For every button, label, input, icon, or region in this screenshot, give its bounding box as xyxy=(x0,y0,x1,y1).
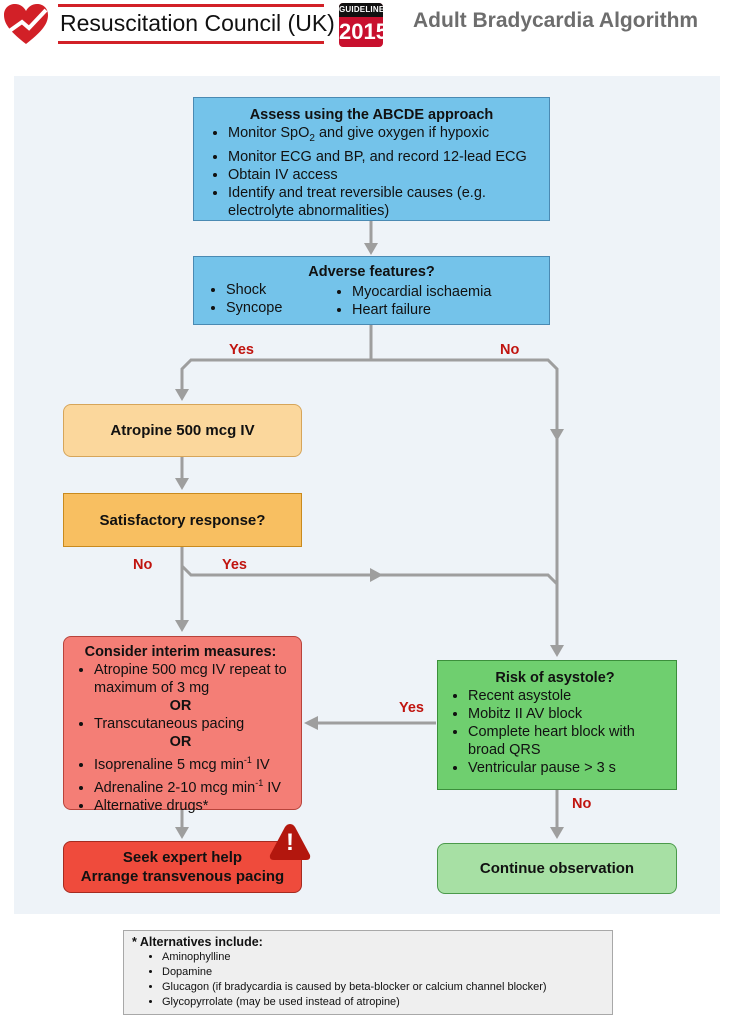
adverse-item: Syncope xyxy=(226,299,350,317)
asystole-item: Mobitz II AV block xyxy=(468,705,668,723)
risk-of-asystole-box: Risk of asystole? Recent asystole Mobitz… xyxy=(437,660,677,790)
adverse-list-left: Shock Syncope xyxy=(200,281,350,317)
warning-glyph: ! xyxy=(286,829,294,856)
assess-box: Assess using the ABCDE approach Monitor … xyxy=(193,97,550,221)
interim-item: Transcutaneous pacing xyxy=(94,715,293,733)
header-rule-top xyxy=(58,4,324,7)
interim-item: Atropine 500 mcg IV repeat to maximum of… xyxy=(94,661,293,697)
seek-expert-line2: Arrange transvenous pacing xyxy=(80,868,285,885)
interim-item: Isoprenaline 5 mcg min-1 IV xyxy=(94,751,293,774)
assess-item: Obtain IV access xyxy=(228,166,541,184)
asystole-item: Complete heart block with broad QRS xyxy=(468,723,668,759)
adverse-item: Heart failure xyxy=(352,301,546,319)
interim-measures-box: Consider interim measures: Atropine 500 … xyxy=(63,636,302,814)
footnote-list: Aminophylline Dopamine Glucagon (if brad… xyxy=(132,950,604,1010)
footnote-item: Aminophylline xyxy=(162,950,604,965)
atropine-box: Atropine 500 mcg IV xyxy=(63,404,302,457)
footnote-item: Glucagon (if bradycardia is caused by be… xyxy=(162,980,604,995)
assess-item: Monitor SpO2 and give oxygen if hypoxic xyxy=(228,124,541,148)
adverse-item: Shock xyxy=(226,281,350,299)
assess-list: Monitor SpO2 and give oxygen if hypoxic … xyxy=(202,124,541,220)
adverse-features-box: Adverse features? Shock Syncope Myocardi… xyxy=(193,256,550,325)
alternatives-footnote: * Alternatives include: Aminophylline Do… xyxy=(123,930,613,1015)
logo-heart-icon xyxy=(2,2,50,46)
footnote-title: * Alternatives include: xyxy=(132,935,263,949)
no-label-adverse: No xyxy=(500,342,520,358)
adverse-item: Myocardial ischaemia xyxy=(352,283,546,301)
adverse-title: Adverse features? xyxy=(308,264,435,280)
no-label-response: No xyxy=(133,557,153,573)
adverse-list-right: Myocardial ischaemia Heart failure xyxy=(326,283,546,319)
footnote-item: Glycopyrrolate (may be used instead of a… xyxy=(162,995,604,1010)
asystole-title: Risk of asystole? xyxy=(495,670,615,686)
badge-label: GUIDELINES xyxy=(339,3,383,17)
yes-label-asystole: Yes xyxy=(399,700,424,716)
asystole-item: Ventricular pause > 3 s xyxy=(468,759,668,777)
asystole-item: Recent asystole xyxy=(468,687,668,705)
yes-label-response: Yes xyxy=(222,557,247,573)
organization-name: Resuscitation Council (UK) xyxy=(60,10,335,36)
yes-label-adverse: Yes xyxy=(229,342,254,358)
or-separator: OR xyxy=(169,698,192,714)
satisfactory-response-box: Satisfactory response? xyxy=(63,493,302,547)
interim-list: Atropine 500 mcg IV repeat to maximum of… xyxy=(68,661,293,697)
footnote-item: Dopamine xyxy=(162,965,604,980)
seek-expert-line1: Seek expert help xyxy=(122,849,243,866)
warning-icon: ! xyxy=(268,822,312,862)
page-title: Adult Bradycardia Algorithm xyxy=(413,9,699,32)
guidelines-badge: GUIDELINES 2015 xyxy=(339,3,383,47)
interim-item: Adrenaline 2-10 mcg min-1 IV xyxy=(94,774,293,797)
or-separator: OR xyxy=(169,734,192,750)
header-rule-bottom xyxy=(58,41,324,44)
assess-title: Assess using the ABCDE approach xyxy=(249,107,494,123)
continue-observation-box: Continue observation xyxy=(437,843,677,894)
no-label-asystole: No xyxy=(572,796,592,812)
interim-title: Consider interim measures: xyxy=(84,644,277,660)
interim-item: Alternative drugs* xyxy=(94,797,293,815)
assess-item: Identify and treat reversible causes (e.… xyxy=(228,184,541,220)
seek-expert-box: Seek expert help Arrange transvenous pac… xyxy=(63,841,302,893)
asystole-list: Recent asystole Mobitz II AV block Compl… xyxy=(442,687,668,777)
assess-item: Monitor ECG and BP, and record 12-lead E… xyxy=(228,148,541,166)
badge-year: 2015 xyxy=(339,19,383,44)
